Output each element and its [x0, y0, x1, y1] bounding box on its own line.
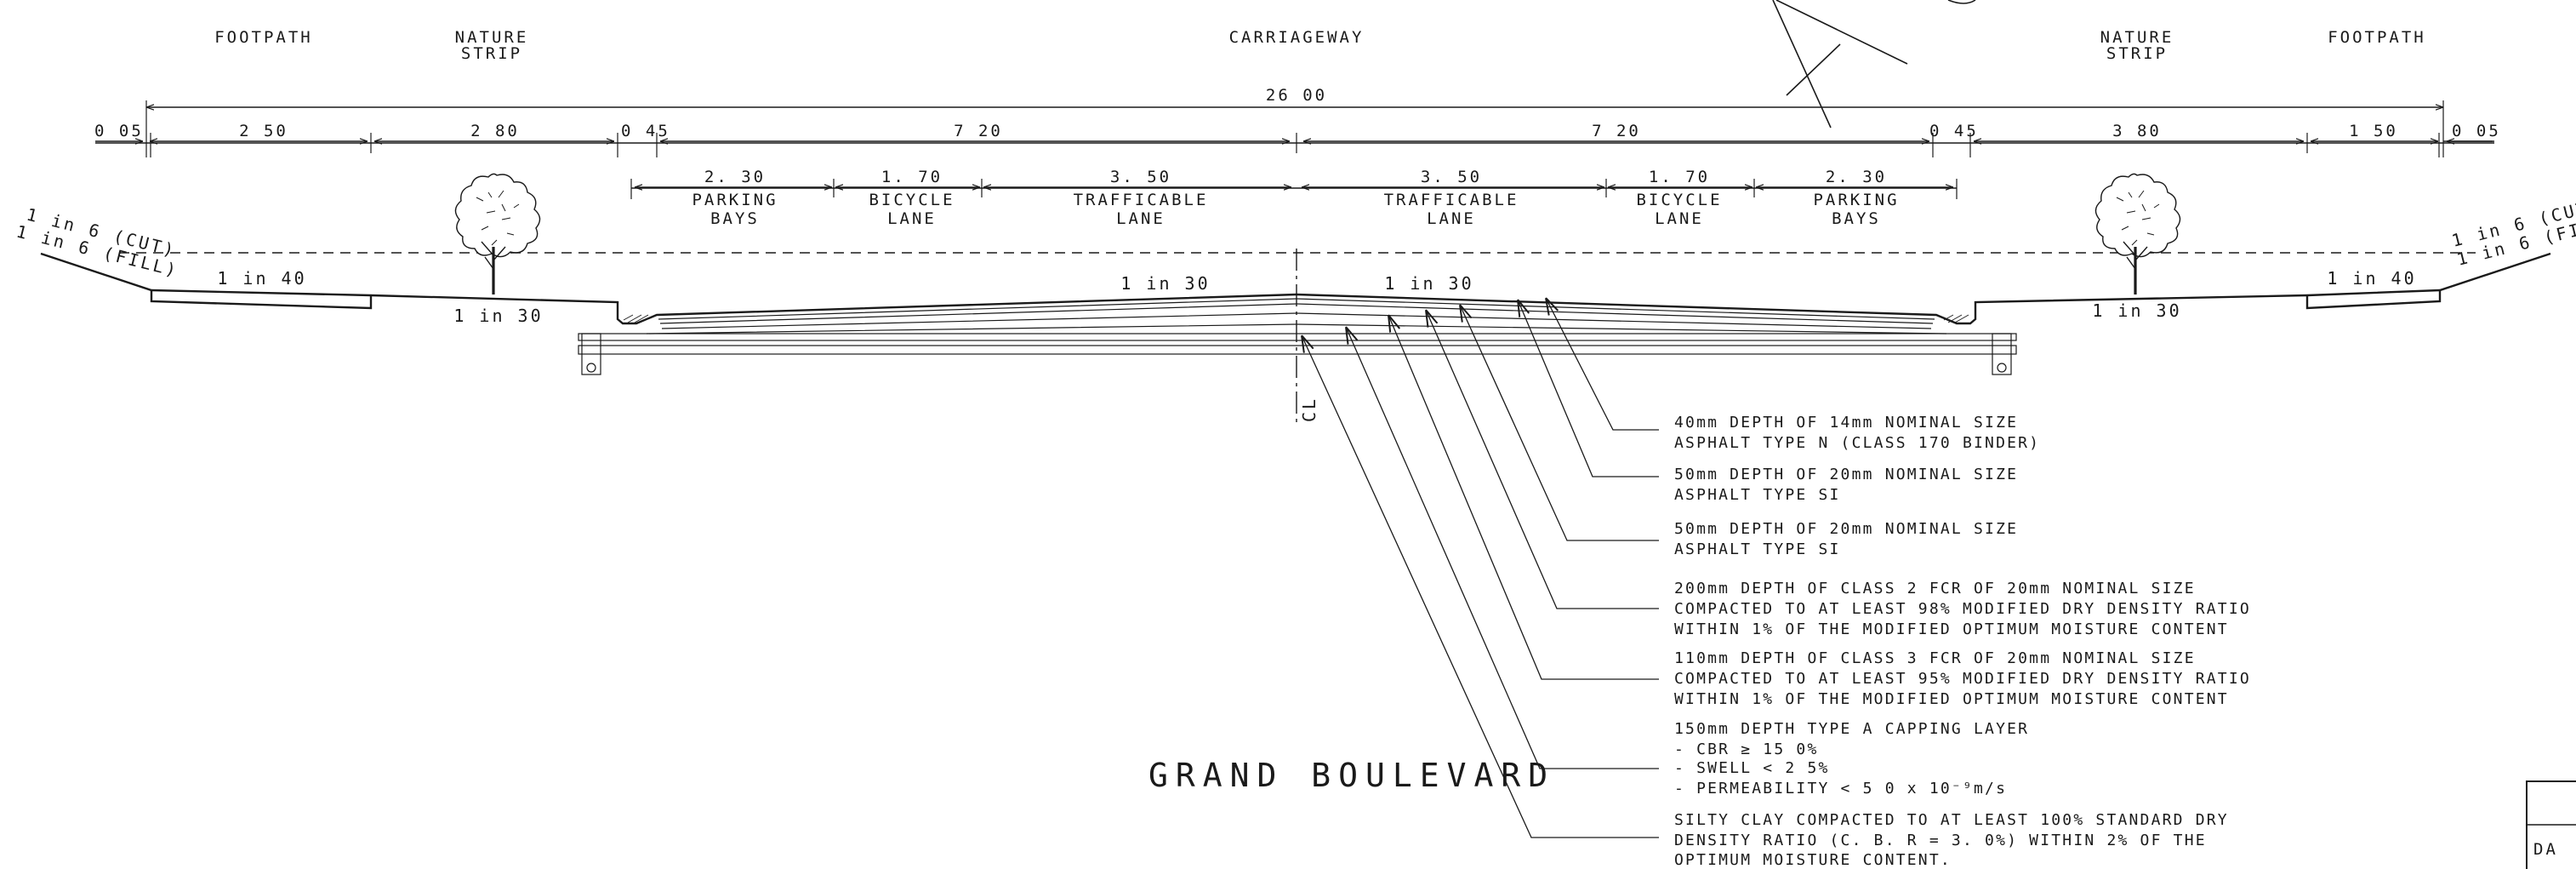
tree-left-icon: [454, 173, 541, 294]
component-dimension-chain: 0 05 2 50 2 80 0 45 7 20 7 20 0 45 3 80 …: [94, 122, 2501, 157]
slope-carriageway-right: 1 in 30: [1384, 273, 1473, 294]
lane-4-name-line1: TRAFFICABLE: [1384, 191, 1519, 209]
footpath-right-dim: 1 50: [2349, 122, 2398, 140]
nature-right-dim: 3 80: [2112, 122, 2162, 140]
note-4-line-2: COMPACTED TO AT LEAST 98% MODIFIED DRY D…: [1674, 600, 2251, 618]
note-5: 110mm DEPTH OF CLASS 3 FCR OF 20mm NOMIN…: [1674, 649, 2251, 708]
title-block-label: DA: [2533, 840, 2558, 859]
note-6: 150mm DEPTH TYPE A CAPPING LAYER - CBR ≥…: [1674, 720, 2029, 798]
kerb-right-dim: 0 45: [1929, 122, 1979, 140]
lane-1-name-line1: PARKING: [692, 191, 778, 209]
footpath-left-dim: 2 50: [239, 122, 288, 140]
pavement-notes: 40mm DEPTH OF 14mm NOMINAL SIZE ASPHALT …: [1674, 414, 2251, 869]
nature-strip-right-label-line1: NATURE: [2100, 28, 2174, 47]
lane-2-name-line1: BICYCLE: [869, 191, 955, 209]
note-6-line-1: 150mm DEPTH TYPE A CAPPING LAYER: [1674, 720, 2029, 738]
note-6-line-3: - SWELL < 2 5%: [1674, 759, 1830, 777]
lane-6-width: 2. 30: [1826, 168, 1887, 186]
note-1-line-2: ASPHALT TYPE N (CLASS 170 BINDER): [1674, 434, 2040, 452]
note-4-line-3: WITHIN 1% OF THE MODIFIED OPTIMUM MOISTU…: [1674, 620, 2229, 638]
lane-1-name-line2: BAYS: [710, 209, 760, 228]
pavement-leader-lines: [1302, 298, 1659, 838]
lane-4-width: 3. 50: [1421, 168, 1482, 186]
note-5-line-1: 110mm DEPTH OF CLASS 3 FCR OF 20mm NOMIN…: [1674, 649, 2196, 667]
note-5-line-2: COMPACTED TO AT LEAST 95% MODIFIED DRY D…: [1674, 670, 2251, 688]
note-1: 40mm DEPTH OF 14mm NOMINAL SIZE ASPHALT …: [1674, 414, 2040, 452]
half-left-dim: 7 20: [954, 122, 1003, 140]
note-3-line-1: 50mm DEPTH OF 20mm NOMINAL SIZE: [1674, 520, 2018, 538]
nature-left-dim: 2 80: [470, 122, 520, 140]
slope-nature-right: 1 in 30: [2092, 300, 2181, 321]
lane-4-name-line2: LANE: [1427, 209, 1476, 228]
title-block-fragment: DA: [2526, 780, 2576, 869]
lane-5-width: 1. 70: [1649, 168, 1710, 186]
kerb-hatching: [623, 314, 1969, 323]
note-5-line-3: WITHIN 1% OF THE MODIFIED OPTIMUM MOISTU…: [1674, 690, 2229, 708]
drawing-title: GRAND BOULEVARD: [1148, 757, 1555, 794]
note-3-line-2: ASPHALT TYPE SI: [1674, 540, 1841, 558]
lane-5-name-line2: LANE: [1655, 209, 1704, 228]
kerb-left-dim: 0 45: [621, 122, 670, 140]
north-arrow-fragment: [1772, 0, 1976, 129]
right-edge-dim: 0 05: [2452, 122, 2501, 140]
lane-1-width: 2. 30: [704, 168, 766, 186]
note-2-line-2: ASPHALT TYPE SI: [1674, 486, 1841, 504]
note-4: 200mm DEPTH OF CLASS 2 FCR OF 20mm NOMIN…: [1674, 580, 2251, 638]
zone-labels: FOOTPATH NATURE STRIP CARRIAGEWAY NATURE…: [214, 28, 2426, 63]
overall-width-label: 26 00: [1266, 86, 1327, 105]
lane-3-name-line2: LANE: [1116, 209, 1165, 228]
lane-3-width: 3. 50: [1110, 168, 1171, 186]
note-7-line-2: DENSITY RATIO (C. B. R = 3. 0%) WITHIN 2…: [1674, 832, 2207, 849]
lane-6-name-line1: PARKING: [1813, 191, 1899, 209]
slope-footpath-left: 1 in 40: [217, 268, 306, 289]
note-2-line-1: 50mm DEPTH OF 20mm NOMINAL SIZE: [1674, 466, 2018, 483]
left-edge-dim: 0 05: [94, 122, 144, 140]
lane-3-name-line1: TRAFFICABLE: [1074, 191, 1209, 209]
note-6-line-4: - PERMEABILITY < 5 0 x 10⁻⁹m/s: [1674, 780, 2007, 798]
lane-6-name-line2: BAYS: [1832, 209, 1881, 228]
lane-dimensions: 2. 30 PARKING BAYS 1. 70 BICYCLE LANE 3.…: [630, 168, 1958, 228]
note-7-line-3: OPTIMUM MOISTURE CONTENT.: [1674, 851, 1952, 869]
lane-2-name-line2: LANE: [887, 209, 937, 228]
note-3: 50mm DEPTH OF 20mm NOMINAL SIZE ASPHALT …: [1674, 520, 2018, 558]
half-right-dim: 7 20: [1592, 122, 1641, 140]
note-1-line-1: 40mm DEPTH OF 14mm NOMINAL SIZE: [1674, 414, 2018, 432]
note-7: SILTY CLAY COMPACTED TO AT LEAST 100% ST…: [1674, 811, 2229, 869]
nature-strip-left-label-line1: NATURE: [455, 28, 529, 47]
nature-strip-right-label-line2: STRIP: [2106, 44, 2168, 63]
nature-strip-left-label-line2: STRIP: [461, 44, 522, 63]
slope-footpath-right: 1 in 40: [2327, 268, 2416, 289]
centreline-label: CL: [1299, 397, 1319, 422]
slope-nature-left: 1 in 30: [453, 306, 543, 326]
note-4-line-1: 200mm DEPTH OF CLASS 2 FCR OF 20mm NOMIN…: [1674, 580, 2196, 597]
lane-5-name-line1: BICYCLE: [1636, 191, 1722, 209]
footpath-left-label: FOOTPATH: [214, 28, 313, 47]
carriageway-label: CARRIAGEWAY: [1229, 28, 1365, 47]
footpath-right-label: FOOTPATH: [2328, 28, 2426, 47]
overall-dimension: 26 00: [145, 86, 2444, 157]
note-7-line-1: SILTY CLAY COMPACTED TO AT LEAST 100% ST…: [1674, 811, 2229, 829]
tree-right-icon: [2094, 173, 2181, 294]
note-6-line-2: - CBR ≥ 15 0%: [1674, 740, 1818, 758]
note-2: 50mm DEPTH OF 20mm NOMINAL SIZE ASPHALT …: [1674, 466, 2018, 504]
lane-2-width: 1. 70: [881, 168, 943, 186]
slope-carriageway-left: 1 in 30: [1120, 273, 1210, 294]
